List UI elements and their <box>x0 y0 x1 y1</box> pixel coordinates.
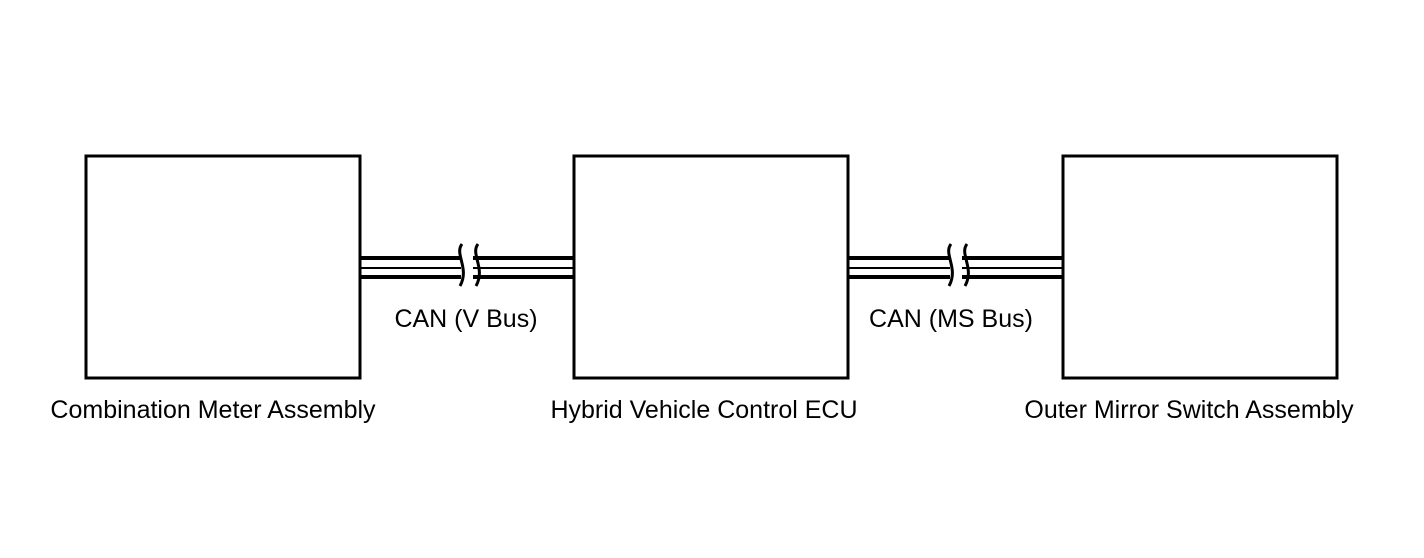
connection-v-bus: CAN (V Bus) <box>360 243 573 333</box>
component-label: Outer Mirror Switch Assembly <box>1024 396 1354 424</box>
wire-break-symbol <box>458 243 481 287</box>
component-label: Hybrid Vehicle Control ECU <box>550 396 857 424</box>
connection-label-ms-bus: CAN (MS Bus) <box>869 305 1033 333</box>
component-box <box>1061 154 1339 380</box>
component-box <box>84 154 362 380</box>
component-box <box>572 154 850 380</box>
component-outer-mirror-switch: Outer Mirror Switch Assembly <box>1024 154 1354 424</box>
connection-ms-bus: CAN (MS Bus) <box>849 243 1062 333</box>
component-combination-meter: Combination Meter Assembly <box>50 154 376 424</box>
component-label: Combination Meter Assembly <box>50 396 376 424</box>
wire-break-symbol <box>947 243 970 287</box>
connection-label-v-bus: CAN (V Bus) <box>394 305 537 333</box>
component-hybrid-ecu: Hybrid Vehicle Control ECU <box>550 154 858 424</box>
